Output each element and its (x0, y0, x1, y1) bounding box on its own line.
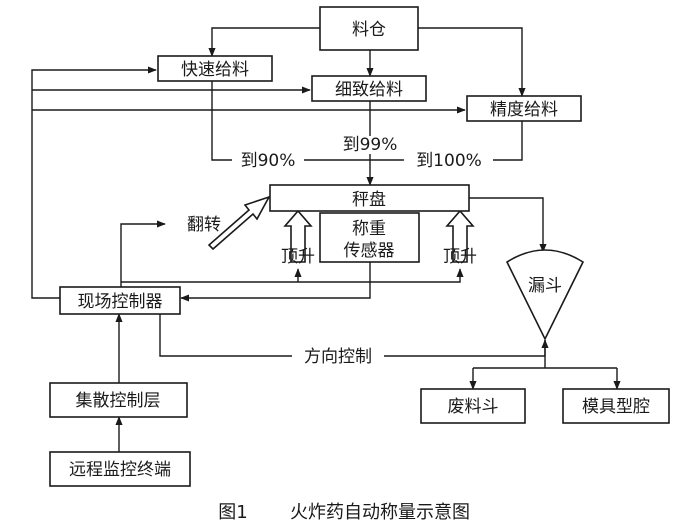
silo-node: 料仓 (319, 6, 419, 51)
field-controller-node: 现场控制器 (59, 286, 181, 315)
funnel-label: 漏斗 (528, 276, 562, 296)
mold-cavity-label: 模具型腔 (582, 397, 650, 417)
to-90-label: 到90% (241, 151, 296, 171)
to-100-label: 到100% (416, 151, 482, 171)
flip-arrow-shape (207, 195, 271, 251)
direction-control-label: 方向控制 (304, 347, 372, 367)
waste-bin-label: 废料斗 (448, 397, 499, 417)
remote-terminal-node: 远程监控终端 (49, 451, 191, 487)
lift-label-right: 顶升 (443, 247, 477, 267)
lift-label-left: 顶升 (281, 247, 315, 267)
remote-terminal-label: 远程监控终端 (69, 460, 171, 480)
mold-cavity-node: 模具型腔 (562, 388, 670, 424)
caption-number: 图1 (218, 502, 247, 523)
to-99-label: 到99% (343, 135, 398, 155)
fast-feed-node: 快速给料 (157, 55, 273, 82)
load-cell-node: 称重 传感器 (319, 212, 420, 263)
funnel-node: 漏斗 (505, 249, 585, 341)
precise-feed-label: 精度给料 (490, 100, 558, 120)
field-controller-label: 现场控制器 (78, 292, 163, 312)
lift-arrow-right-shape (445, 209, 475, 263)
fine-feed-label: 细致给料 (335, 80, 403, 100)
fast-feed-label: 快速给料 (181, 60, 249, 80)
load-cell-label-line1: 称重 (352, 219, 386, 239)
silo-label: 料仓 (352, 20, 386, 40)
scale-label: 秤盘 (352, 190, 386, 210)
dcs-node: 集散控制层 (49, 382, 188, 418)
flip-label: 翻转 (187, 215, 221, 235)
dcs-label: 集散控制层 (76, 391, 161, 411)
fine-feed-node: 细致给料 (311, 75, 427, 102)
connectors (31, 27, 621, 452)
lift-arrow-left-shape (283, 209, 313, 263)
precise-feed-node: 精度给料 (466, 95, 582, 122)
scale-node: 秤盘 (269, 184, 470, 212)
caption-title: 火炸药自动称量示意图 (290, 502, 470, 523)
waste-bin-node: 废料斗 (420, 388, 526, 424)
load-cell-label-line2: 传感器 (344, 241, 395, 261)
